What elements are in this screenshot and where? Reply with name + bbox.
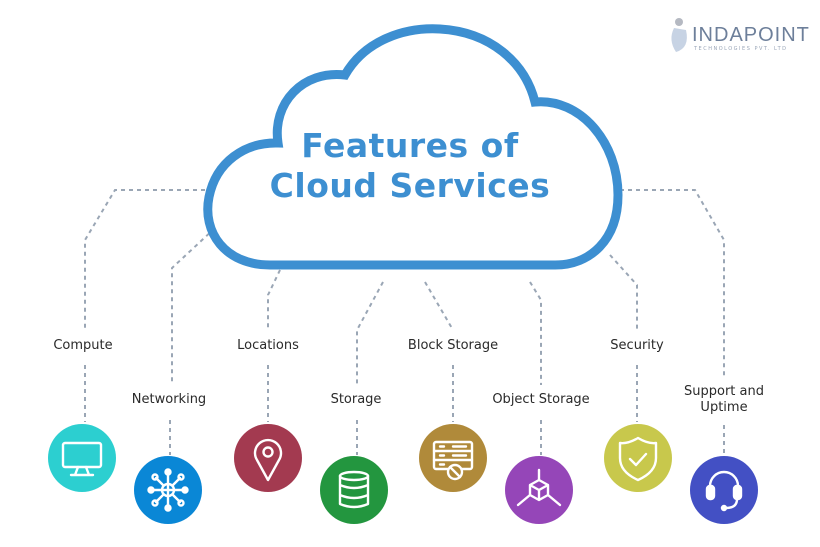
locations-badge	[234, 424, 302, 492]
cube-icon	[516, 468, 562, 507]
connector-security	[609, 254, 638, 330]
shield-check-icon	[618, 436, 658, 482]
database-icon	[338, 470, 370, 509]
connector-compute	[84, 189, 205, 330]
connector-object-storage	[529, 281, 542, 385]
label-support-line-2: Uptime	[700, 400, 748, 415]
title-line-2: Cloud Services	[269, 166, 551, 205]
logo-subtitle: TECHNOLOGIES PVT. LTD	[694, 46, 788, 52]
connector-locations	[267, 269, 281, 330]
label-compute: Compute	[53, 338, 113, 353]
cloud-shape	[203, 24, 623, 270]
connector-storage	[356, 281, 384, 385]
security-badge	[604, 424, 672, 492]
title-line-1: Features of	[301, 126, 519, 165]
indapoint-logo: INDAPOINT TECHNOLOGIES PVT. LTD	[666, 16, 809, 60]
server-block-icon	[432, 440, 474, 481]
support-badge	[690, 456, 758, 524]
storage-badge	[320, 456, 388, 524]
monitor-icon	[61, 441, 103, 477]
connector-block-storage	[424, 281, 454, 331]
label-locations: Locations	[237, 338, 299, 353]
label-support-line-1: Support and	[684, 384, 764, 399]
label-block-storage: Block Storage	[407, 338, 499, 353]
logo-name: INDAPOINT	[692, 24, 810, 46]
connectors	[84, 189, 725, 455]
object-storage-badge	[505, 456, 573, 524]
label-security: Security	[610, 338, 664, 353]
map-pin-icon	[253, 438, 283, 482]
network-globe-icon	[147, 468, 189, 512]
connector-support	[620, 189, 725, 378]
label-networking: Networking	[131, 392, 207, 407]
compute-badge	[48, 424, 116, 492]
logo-mark-icon	[671, 18, 687, 52]
label-storage: Storage	[330, 392, 382, 407]
connector-networking	[171, 227, 216, 385]
networking-badge	[134, 456, 202, 524]
headset-icon	[705, 470, 743, 512]
label-object-storage: Object Storage	[492, 392, 590, 407]
block-storage-badge	[419, 424, 487, 492]
